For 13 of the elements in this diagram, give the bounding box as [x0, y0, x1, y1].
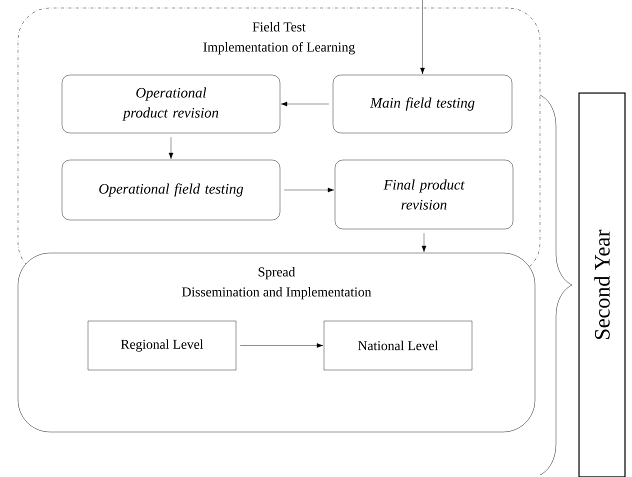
arrow [240, 343, 324, 348]
arrow [168, 137, 174, 160]
arrow [284, 188, 334, 192]
level-box: Regional Level [88, 320, 236, 370]
arrow [280, 102, 329, 106]
arrow [420, 0, 425, 74]
process-box: Operational product revision [62, 74, 280, 134]
process-box: Operational field testing [62, 160, 280, 220]
level-box: National Level [324, 320, 472, 370]
process-box: Final product revision [334, 160, 514, 230]
period-bar: Second Year [578, 92, 626, 477]
process-box: Main field testing [332, 74, 512, 134]
arrow [422, 233, 426, 252]
